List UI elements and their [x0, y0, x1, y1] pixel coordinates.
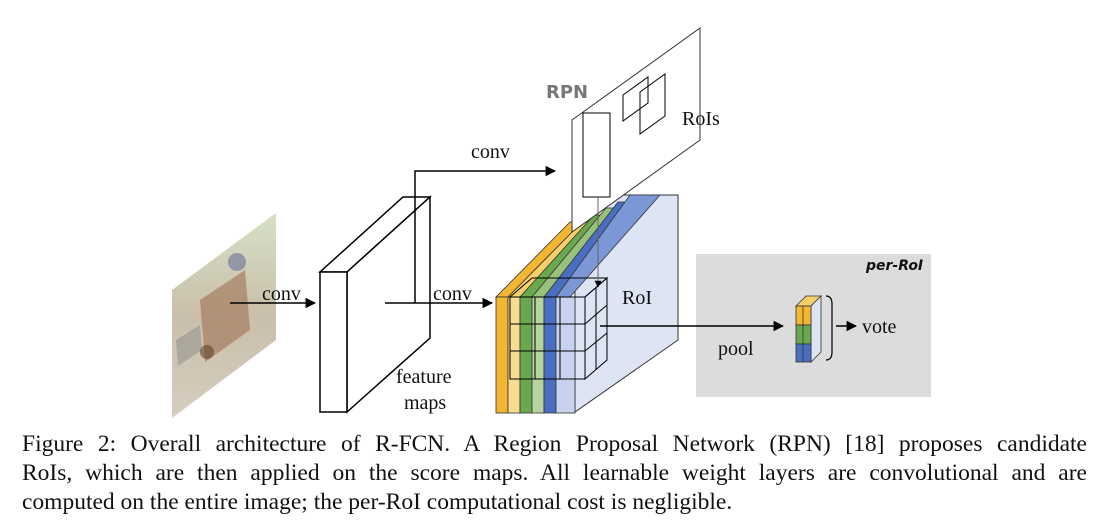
pool-label: pool: [718, 338, 754, 360]
vote-bracket: [825, 295, 833, 361]
figure-caption: Figure 2: Overall architecture of R-FCN.…: [22, 430, 1087, 517]
conv-label-top: conv: [471, 141, 510, 163]
score-maps-stack: [495, 194, 679, 414]
per-roi-label: per-RoI: [865, 258, 923, 274]
roi-label: RoI: [622, 287, 652, 309]
feature-maps-label: feature: [396, 366, 452, 388]
arrow-icon: [414, 165, 557, 303]
pooled-grid: [795, 295, 822, 363]
caption-line: RoIs, which are then applied on the scor…: [22, 460, 1087, 486]
caption-line: computed on the entire image; the per-Ro…: [22, 489, 733, 515]
conv-label-input: conv: [262, 283, 301, 305]
rpn-label: RPN: [546, 82, 588, 103]
vote-label: vote: [862, 316, 897, 338]
feature-maps-label-2: maps: [404, 392, 446, 414]
rpn-plane: [571, 27, 701, 233]
conv-label-mid: conv: [433, 283, 472, 305]
feature-maps-block: [318, 195, 432, 414]
photo-input-image: [172, 213, 276, 418]
rois-label: RoIs: [682, 108, 720, 130]
caption-line: Figure 2: Overall architecture of R-FCN.…: [22, 431, 1087, 457]
